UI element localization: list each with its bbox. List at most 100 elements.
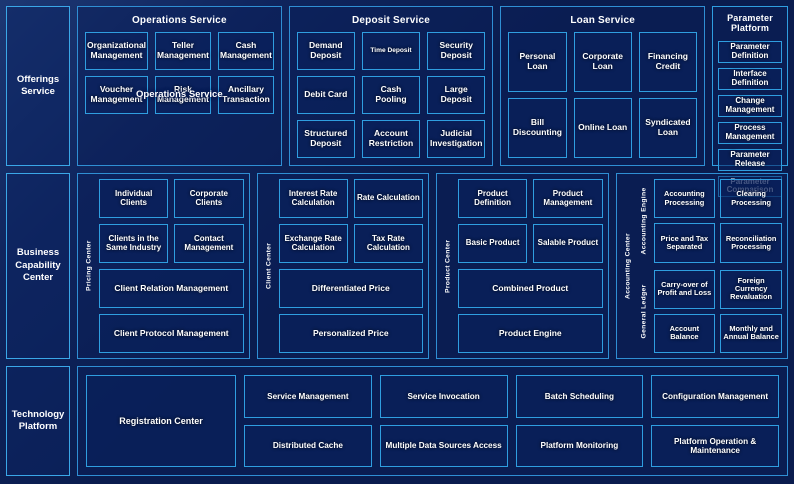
service-item[interactable]: Large Deposit xyxy=(427,76,486,114)
center-item[interactable]: Tax Rate Calculation xyxy=(353,224,423,263)
service-item[interactable]: Syndicated Loan xyxy=(638,98,697,158)
service-item[interactable]: Personal Loan xyxy=(508,32,567,92)
service-item[interactable]: Time Deposit xyxy=(361,32,421,70)
center-row-full: Client Relation Management xyxy=(99,269,244,308)
center-row-full: Product Engine xyxy=(458,314,603,353)
accounting-center-vertical-label: Accounting Center xyxy=(624,233,631,299)
center-item-wide[interactable]: Personalized Price xyxy=(278,314,423,353)
technology-item[interactable]: Service Management xyxy=(244,375,372,418)
center-item[interactable]: Contact Management xyxy=(174,224,244,263)
center-item[interactable]: Individual Clients xyxy=(99,179,169,218)
center-vertical-label: Client Center xyxy=(265,242,272,290)
center-item[interactable]: Product Management xyxy=(533,179,603,218)
center-item[interactable]: Rate Calculation xyxy=(353,179,423,218)
center-item[interactable]: Salable Product xyxy=(533,224,603,263)
technology-platform-band: Technology Platform Registration Center … xyxy=(6,366,788,476)
rail-business-capability-center[interactable]: Business Capability Center xyxy=(6,173,70,359)
parameter-item[interactable]: Parameter Release xyxy=(718,148,782,171)
service-item[interactable]: Debit Card xyxy=(296,76,355,114)
accounting-sub-block-general-ledger: General Ledger Carry-over of Profit and L… xyxy=(638,269,782,353)
service-item[interactable]: Cash Management xyxy=(218,32,274,70)
service-item[interactable]: Voucher Management xyxy=(85,76,149,114)
rail-technology-platform[interactable]: Technology Platform xyxy=(6,366,70,476)
technology-item[interactable]: Distributed Cache xyxy=(244,424,372,467)
parameter-item[interactable]: Process Management xyxy=(718,121,782,144)
service-item[interactable]: Demand Deposit xyxy=(296,32,355,70)
service-item[interactable]: Teller Management xyxy=(155,32,211,70)
accounting-item[interactable]: Price and Tax Separated xyxy=(653,223,716,263)
accounting-item[interactable]: Carry-over of Profit and Loss xyxy=(653,269,716,309)
accounting-item[interactable]: Monthly and Annual Balance xyxy=(720,313,782,353)
center-vertical-label: Pricing Center xyxy=(85,240,93,292)
center-item[interactable]: Corporate Clients xyxy=(174,179,244,218)
service-item[interactable]: Bill Discounting xyxy=(508,98,567,158)
technology-item[interactable]: Platform Monitoring xyxy=(515,424,644,467)
service-item[interactable]: Security Deposit xyxy=(427,32,486,70)
center-item[interactable]: Product Definition xyxy=(458,179,528,218)
center-item[interactable]: Clients in the Same Industry xyxy=(99,224,169,263)
accounting-sub-vertical-label: General Ledger xyxy=(640,284,647,339)
service-group-title: Loan Service xyxy=(570,15,635,26)
center-vertical-label: Product Center xyxy=(444,239,452,293)
center-row-full: Differentiated Price xyxy=(278,269,423,308)
center-item[interactable]: Exchange Rate Calculation xyxy=(278,224,348,263)
center-item-wide[interactable]: Client Protocol Management xyxy=(99,314,244,353)
parameter-item[interactable]: Parameter Definition xyxy=(718,41,782,63)
service-item[interactable]: Online Loan xyxy=(573,98,632,158)
service-item[interactable]: Financing Credit xyxy=(638,32,697,92)
accounting-item[interactable]: Account Balance xyxy=(653,313,716,353)
service-item[interactable]: Judicial Investigation xyxy=(427,120,486,158)
registration-center-box[interactable]: Registration Center xyxy=(86,375,236,467)
technology-item[interactable]: Service Invocation xyxy=(379,375,508,418)
service-item[interactable]: Cash Pooling xyxy=(361,76,421,114)
center-item-wide[interactable]: Client Relation Management xyxy=(99,269,244,308)
accounting-sub-vertical-label: Accounting Engine xyxy=(640,187,647,255)
accounting-item[interactable]: Reconciliation Processing xyxy=(720,223,782,263)
center-item[interactable]: Interest Rate Calculation xyxy=(278,179,348,218)
technology-item[interactable]: Multiple Data Sources Access xyxy=(379,424,508,467)
service-item[interactable]: Risk Management xyxy=(155,76,211,114)
service-item[interactable]: Structured Deposit xyxy=(296,120,355,158)
parameter-item[interactable]: Change Management xyxy=(718,94,782,117)
service-item[interactable]: Corporate Loan xyxy=(573,32,632,92)
service-item[interactable]: Account Restriction xyxy=(361,120,421,158)
center-item[interactable]: Basic Product xyxy=(458,224,528,263)
service-group-title: Operations Service xyxy=(131,15,227,26)
accounting-item[interactable]: Foreign Currency Revaluation xyxy=(720,269,782,309)
technology-item[interactable]: Configuration Management xyxy=(651,375,779,418)
service-group-title: Deposit Service xyxy=(351,15,431,26)
accounting-item[interactable]: Clearing Processing xyxy=(720,179,782,219)
center-item-wide[interactable]: Combined Product xyxy=(458,269,603,308)
center-row-full: Personalized Price xyxy=(278,314,423,353)
accounting-item[interactable]: Accounting Processing xyxy=(653,179,716,219)
center-item-wide[interactable]: Product Engine xyxy=(458,314,603,353)
center-item-wide[interactable]: Differentiated Price xyxy=(278,269,423,308)
technology-item[interactable]: Batch Scheduling xyxy=(515,375,644,418)
service-item[interactable]: Ancillary Transaction xyxy=(218,76,274,114)
parameter-item[interactable]: Interface Definition xyxy=(718,67,782,90)
rail-offerings-service[interactable]: Offerings Service xyxy=(6,6,70,166)
technology-item[interactable]: Platform Operation & Maintenance xyxy=(651,424,779,467)
service-item[interactable]: Organizational Management xyxy=(85,32,149,70)
